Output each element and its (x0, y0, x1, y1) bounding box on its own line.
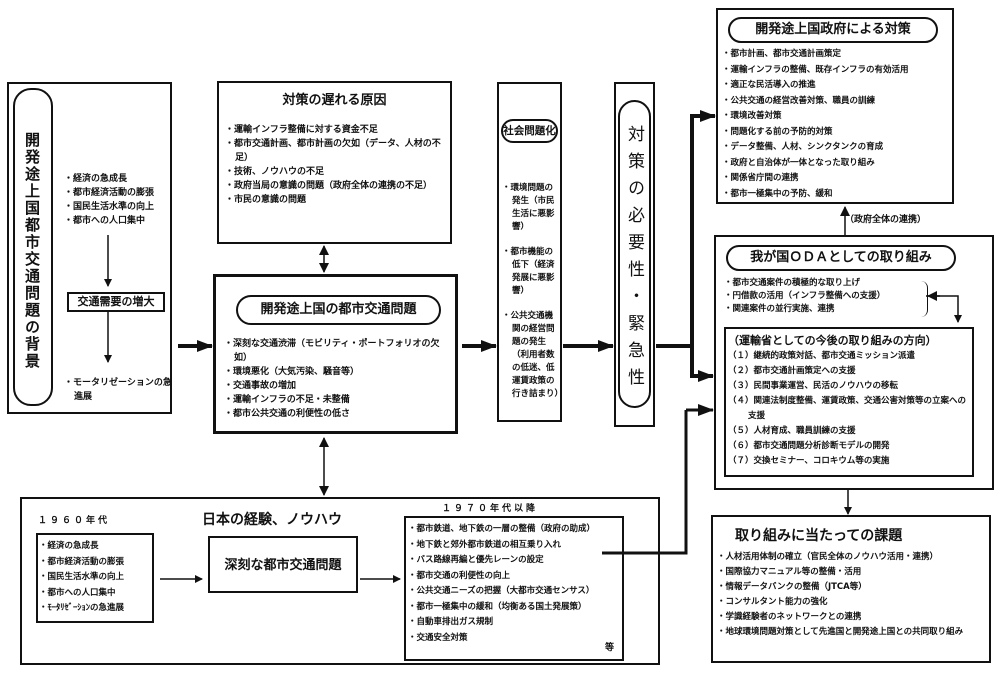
list-item: 運輸インフラ整備に対する資金不足 (225, 123, 447, 137)
list-item: 環境問題の発生（市民生活に悪影響） (502, 182, 560, 234)
list-item: 関連案件の並行実施、連携 (724, 303, 934, 316)
challenges-list: 人材活用体制の確立（官民全体のノウハウ活用・連携） 国際協力マニュアル等の整備・… (717, 550, 989, 640)
list-item: 公共交通機関の経営問題の発生（利用者数の低迷、低運賃政策の行き詰まり） (502, 310, 564, 401)
list-item: 都市計画、都市交通計画策定 (722, 47, 954, 63)
list-item: 深刻な交通渋滞（モビリティ・ポートフォリオの欠如） (224, 337, 449, 365)
list-item: 都市への人口集中 (39, 586, 154, 602)
list-item: 都市公共交通の利便性の低さ (224, 407, 449, 421)
delay-causes-title: 対策の遅れる原因 (282, 93, 387, 108)
japan-title: 日本の経験、ノウハウ (202, 512, 342, 528)
list-item: モータリゼーションの急進展 (64, 376, 174, 404)
ministry-title: （運輸省としての今後の取り組みの方向） (728, 334, 937, 347)
urgency-box: 対策の必要性・緊急性 (614, 82, 655, 427)
japan-experience-box: １９６０年代 日本の経験、ノウハウ 経済の急成長 都市経済活動の膨張 国民生活水… (20, 497, 660, 665)
challenges-title: 取り組みに当たっての課題 (735, 528, 903, 544)
era-1970-suffix: 等 (604, 643, 614, 653)
oda-bracket (921, 281, 928, 317)
list-item: 経済の急成長 (64, 172, 174, 186)
list-item: 経済の急成長 (39, 539, 154, 555)
list-item: バス路線再編と優先レーンの設定 (408, 553, 622, 569)
list-item: 交通安全対策 (408, 631, 622, 647)
list-item: 情報データバンクの整備（JTCA等） (717, 580, 989, 595)
list-item: 国民生活水準の向上 (39, 570, 154, 586)
urgency-title: 対策の必要性・緊急性 (618, 100, 651, 408)
list-item: 都市経済活動の膨張 (64, 186, 174, 200)
gov-measures-list: 都市計画、都市交通計画策定 運輸インフラの整備、既存インフラの有効活用 適正な民… (722, 47, 954, 202)
list-item: 交通事故の増加 (224, 379, 449, 393)
list-item: コンサルタント能力の強化 (717, 595, 989, 610)
list-item: 学識経験者のネットワークとの連携 (717, 610, 989, 625)
list-item: 都市交通の利便性の向上 (408, 569, 622, 585)
social-issue-list: 環境問題の発生（市民生活に悪影響） 都市機能の低下（経済発展に悪影響） 公共交通… (502, 182, 564, 401)
ministry-list: （１）継続的政策対話、都市交通ミッション派遣 （２）都市交通計画策定への支援 （… (728, 349, 972, 469)
list-item: 関係省庁間の連携 (722, 171, 954, 187)
challenges-box: 取り組みに当たっての課題 人材活用体制の確立（官民全体のノウハウ活用・連携） 国… (711, 515, 991, 663)
list-item: 運輸インフラの整備、既存インフラの有効活用 (722, 63, 954, 79)
era-1970-box: 都市鉄道、地下鉄の一層の整備（政府の助成） 地下鉄と郊外都市鉄道の相互乗り入れ … (404, 516, 624, 661)
background-result: モータリゼーションの急進展 (64, 376, 174, 404)
list-item: 市民の意識の問題 (225, 193, 447, 207)
background-title: 開発途上国都市交通問題の背景 (13, 88, 53, 406)
era-1960-box: 経済の急成長 都市経済活動の膨張 国民生活水準の向上 都市への人口集中 ﾓｰﾀﾘ… (36, 533, 154, 623)
list-item: 環境悪化（大気汚染、騒音等） (224, 365, 449, 379)
serious-problem-label: 深刻な都市交通問題 (224, 558, 342, 573)
list-item: 技術、ノウハウの不足 (225, 165, 447, 179)
list-item: 地下鉄と郊外都市鉄道の相互乗り入れ (408, 538, 622, 554)
serious-problem-box: 深刻な都市交通問題 (208, 536, 358, 593)
list-item: 都市交通案件の積極的な取り上げ (724, 277, 934, 290)
gov-link-label: （政府全体の連携） (845, 215, 927, 225)
list-item: 政府当局の意識の問題（政府全体の連携の不足） (225, 179, 447, 193)
list-item: 都市への人口集中 (64, 214, 174, 228)
list-item: 適正な民活導入の推進 (722, 78, 954, 94)
demand-increase-box: 交通需要の増大 (67, 292, 165, 312)
ministry-box: （運輸省としての今後の取り組みの方向） （１）継続的政策対話、都市交通ミッション… (724, 327, 974, 477)
list-item: 政府と自治体が一体となった取り組み (722, 156, 954, 172)
list-item: （１）継続的政策対話、都市交通ミッション派遣 (728, 351, 916, 361)
list-item: 運輸インフラの不足・未整備 (224, 393, 449, 407)
background-box: 開発途上国都市交通問題の背景 経済の急成長 都市経済活動の膨張 国民生活水準の向… (7, 82, 172, 414)
list-item: 人材活用体制の確立（官民全体のノウハウ活用・連携） (717, 550, 989, 565)
era-1960-label: １９６０年代 (38, 516, 111, 526)
background-causes: 経済の急成長 都市経済活動の膨張 国民生活水準の向上 都市への人口集中 (64, 172, 174, 228)
gov-measures-title: 開発途上国政府による対策 (728, 17, 938, 43)
delay-causes-box: 対策の遅れる原因 運輸インフラ整備に対する資金不足 都市交通計画、都市計画の欠如… (217, 81, 452, 244)
list-item: データ整備、人材、シンクタンクの育成 (722, 140, 954, 156)
list-item: 国民生活水準の向上 (64, 200, 174, 214)
core-problem-title: 開発途上国の都市交通問題 (236, 295, 441, 325)
list-item: 都市一極集中の緩和（均衡ある国土発展策） (408, 600, 622, 616)
list-item: 公共交通の経営改善対策、職員の訓練 (722, 94, 954, 110)
oda-title: 我が国ＯＤＡとしての取り組み (726, 245, 956, 271)
era-1970-label: １９７０年代以降 (442, 504, 539, 514)
list-item: 都市鉄道、地下鉄の一層の整備（政府の助成） (408, 522, 622, 538)
list-item: （３）民間事業運営、民活のノウハウの移転 (728, 381, 899, 391)
oda-box: 我が国ＯＤＡとしての取り組み 都市交通案件の積極的な取り上げ 円借款の活用（イン… (714, 235, 994, 490)
core-problem-box: 開発途上国の都市交通問題 深刻な交通渋滞（モビリティ・ポートフォリオの欠如） 環… (213, 274, 458, 434)
gov-measures-box: 開発途上国政府による対策 都市計画、都市交通計画策定 運輸インフラの整備、既存イ… (716, 8, 954, 204)
list-item: 公共交通ニーズの把握（大都市交通センサス） (408, 584, 622, 600)
list-item: （２）都市交通計画策定への支援 (728, 366, 856, 376)
social-issue-box: 社会問題化 環境問題の発生（市民生活に悪影響） 都市機能の低下（経済発展に悪影響… (497, 82, 564, 422)
list-item: 都市一極集中の予防、緩和 (722, 187, 954, 203)
list-item: （５）人材育成、職員訓練の支援 (728, 426, 856, 436)
list-item: 問題化する前の予防的対策 (722, 125, 954, 141)
delay-causes-list: 運輸インフラ整備に対する資金不足 都市交通計画、都市計画の欠如（データ、人材の不… (225, 123, 447, 207)
list-item: ﾓｰﾀﾘｾﾞｰｼｮﾝの急進展 (39, 601, 154, 617)
list-item: 都市経済活動の膨張 (39, 555, 154, 571)
social-issue-title: 社会問題化 (501, 119, 558, 143)
era-1970-list: 都市鉄道、地下鉄の一層の整備（政府の助成） 地下鉄と郊外都市鉄道の相互乗り入れ … (408, 522, 622, 646)
list-item: 円借款の活用（インフラ整備への支援） (724, 290, 934, 303)
era-1960-list: 経済の急成長 都市経済活動の膨張 国民生活水準の向上 都市への人口集中 ﾓｰﾀﾘ… (39, 539, 154, 617)
list-item: 地球環境問題対策として先進国と開発途上国との共同取り組み (717, 625, 989, 640)
list-item: 自動車排出ガス規制 (408, 615, 622, 631)
list-item: 国際協力マニュアル等の整備・活用 (717, 565, 989, 580)
list-item: （６）都市交通問題分析診断モデルの開発 (728, 441, 890, 451)
core-problem-list: 深刻な交通渋滞（モビリティ・ポートフォリオの欠如） 環境悪化（大気汚染、騒音等）… (224, 337, 449, 421)
list-item: （７）交換セミナー、コロキウム等の実施 (728, 456, 890, 466)
list-item: 環境改善対策 (722, 109, 954, 125)
list-item: 都市機能の低下（経済発展に悪影響） (502, 246, 560, 298)
oda-list: 都市交通案件の積極的な取り上げ 円借款の活用（インフラ整備への支援） 関連案件の… (724, 277, 934, 316)
list-item: （４）関連法制度整備、運賃政策、交通公害対策等の立案への支援 (728, 396, 967, 421)
list-item: 都市交通計画、都市計画の欠如（データ、人材の不足） (225, 137, 447, 165)
